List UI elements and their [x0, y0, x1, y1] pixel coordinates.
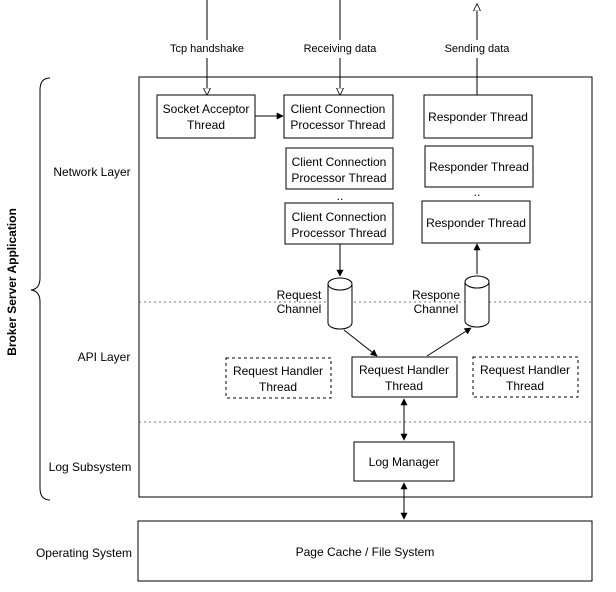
- handler-to-response-channel-arrow: [426, 327, 472, 357]
- log-subsystem-label: Log Subsystem: [49, 460, 132, 474]
- application-label: Broker Server Application: [5, 208, 19, 356]
- request-handler-box-1: Request Handler Thread: [225, 357, 332, 399]
- request-channel-line-2: Channel: [277, 302, 322, 316]
- request-channel-line-1: Request: [277, 288, 322, 302]
- broker-container: [138, 76, 593, 498]
- responder-2-label: Responder Thread: [429, 160, 529, 174]
- request-channel-to-handler-arrow: [343, 329, 378, 357]
- processor-1-line-2: Processor Thread: [290, 118, 385, 132]
- handler-1-line-1: Request Handler: [233, 364, 323, 378]
- api-layer-label: API Layer: [78, 350, 131, 364]
- response-channel-cylinder: [464, 275, 490, 328]
- processor-1-line-1: Client Connection: [291, 102, 386, 116]
- network-layer-label: Network Layer: [53, 165, 130, 179]
- tcp-handshake-label: Tcp handshake: [170, 43, 244, 55]
- responder-1-label: Responder Thread: [428, 110, 528, 124]
- page-cache-file-system-box: Page Cache / File System: [137, 520, 593, 582]
- handler-3-line-2: Thread: [506, 379, 544, 393]
- log-manager-box: Log Manager: [353, 441, 455, 482]
- responder-3-label: Responder Thread: [426, 216, 526, 230]
- log-manager-label: Log Manager: [369, 455, 440, 469]
- processor-3-line-1: Client Connection: [292, 210, 387, 224]
- responder-box-1: Responder Thread: [423, 94, 533, 139]
- processor-2-line-2: Processor Thread: [291, 171, 386, 185]
- socket-acceptor-line-1: Socket Acceptor: [163, 102, 250, 116]
- sending-data-label: Sending data: [445, 43, 511, 55]
- responder-box-2: Responder Thread: [424, 145, 534, 188]
- request-handler-box-2: Request Handler Thread: [351, 356, 458, 398]
- response-channel-line-1: Respone: [412, 288, 460, 302]
- handler-2-line-2: Thread: [385, 379, 423, 393]
- responder-box-3: Responder Thread: [421, 200, 531, 244]
- handler-2-line-1: Request Handler: [359, 363, 449, 377]
- application-brace: [30, 77, 51, 501]
- socket-acceptor-box: Socket Acceptor Thread: [156, 94, 256, 139]
- response-channel-line-2: Channel: [414, 302, 459, 316]
- handler-3-line-1: Request Handler: [480, 363, 570, 377]
- processor-box-2: Client Connection Processor Thread: [285, 147, 394, 190]
- receiving-data-label: Receiving data: [304, 43, 378, 55]
- request-channel-cylinder: [327, 277, 353, 330]
- handler-1-line-2: Thread: [259, 380, 297, 394]
- processor-box-1: Client Connection Processor Thread: [283, 94, 394, 139]
- request-handler-box-3: Request Handler Thread: [472, 356, 579, 398]
- processor-ellipsis: ..: [337, 189, 344, 203]
- processor-box-3: Client Connection Processor Thread: [284, 202, 394, 245]
- processor-3-line-2: Processor Thread: [291, 226, 386, 240]
- socket-acceptor-line-2: Thread: [187, 118, 225, 132]
- responder-ellipsis: ..: [474, 185, 481, 199]
- operating-system-label: Operating System: [36, 546, 132, 560]
- page-cache-label: Page Cache / File System: [296, 545, 435, 559]
- processor-2-line-1: Client Connection: [292, 155, 387, 169]
